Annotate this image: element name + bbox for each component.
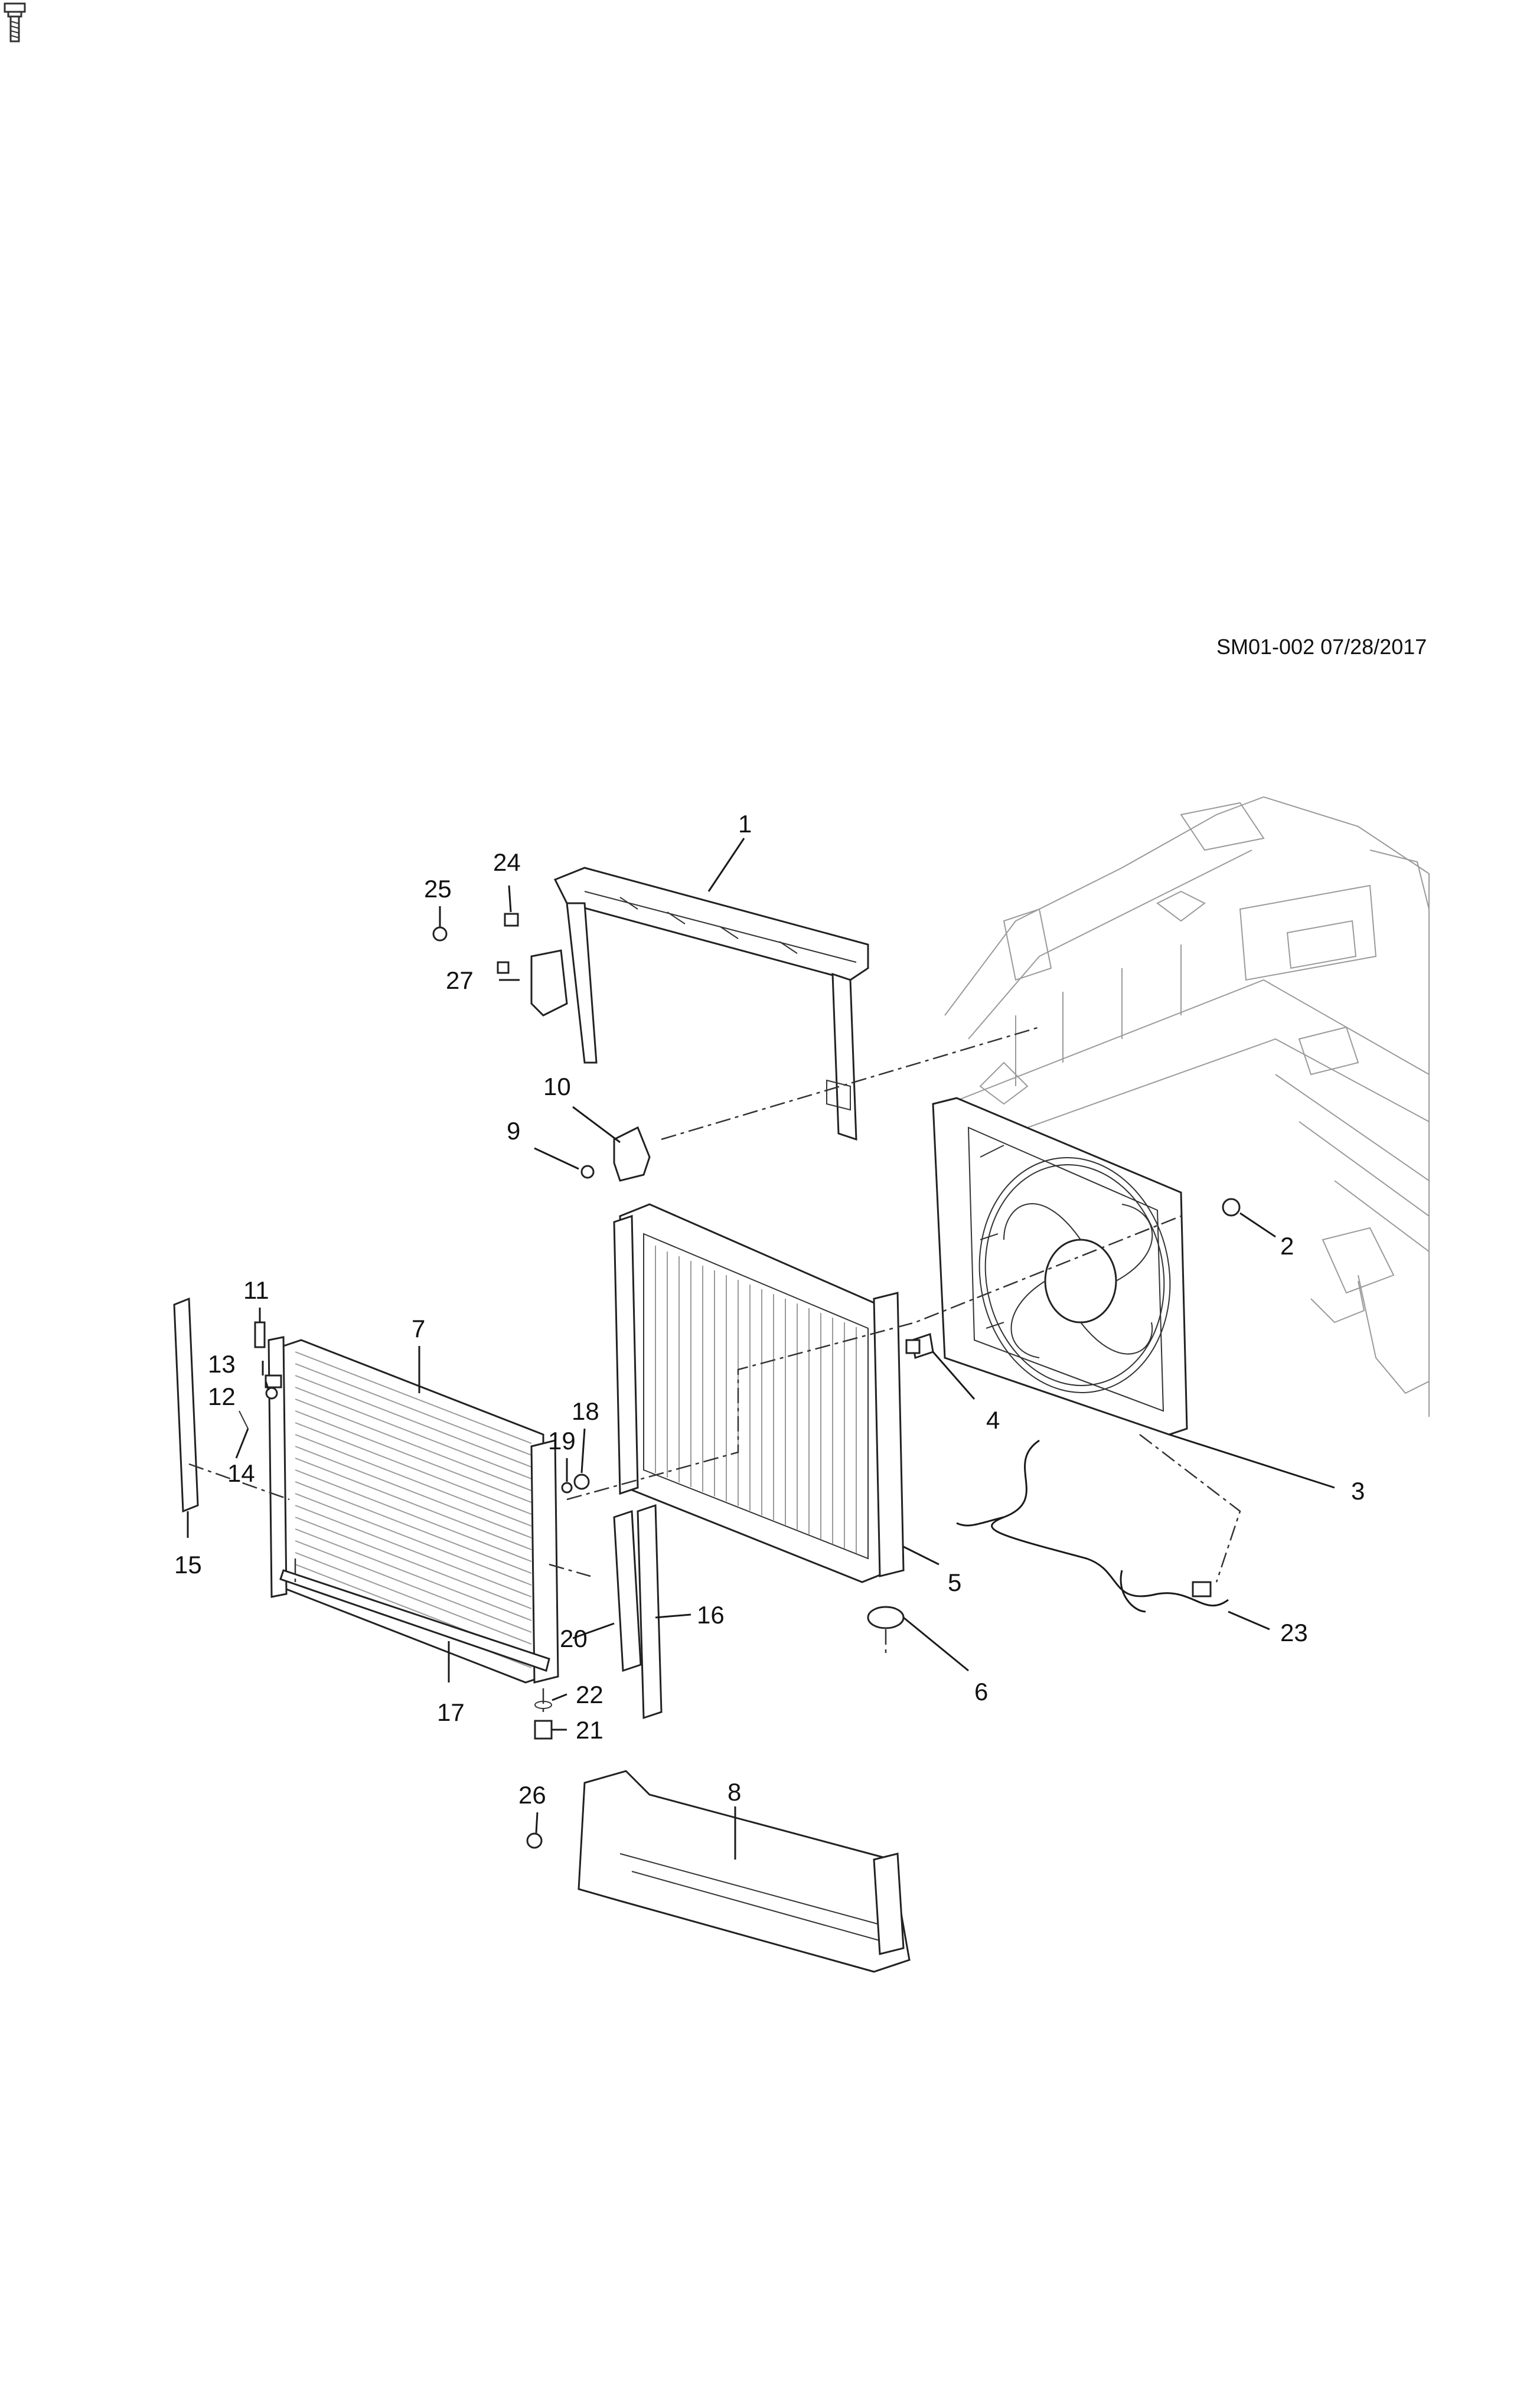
- upper-fasteners[interactable]: [432, 913, 519, 974]
- vehicle-body-structure: [932, 796, 1430, 1417]
- callout-5: 5: [948, 1569, 961, 1596]
- callout-19: 19: [548, 1427, 576, 1455]
- callout-13: 13: [208, 1350, 236, 1378]
- callout-4: 4: [986, 1406, 1000, 1434]
- callout-22: 22: [576, 1681, 603, 1708]
- callout-18: 18: [572, 1397, 599, 1425]
- callout-9: 9: [507, 1117, 520, 1145]
- upper-radiator-support[interactable]: [530, 867, 869, 1141]
- callout-21: 21: [576, 1716, 603, 1744]
- callout-16: 16: [697, 1601, 725, 1629]
- callout-6: 6: [974, 1678, 988, 1705]
- radiator-core-fins: [655, 1246, 857, 1553]
- callout-17: 17: [437, 1698, 465, 1726]
- document-code: SM01-002 07/28/2017: [1216, 635, 1427, 659]
- callout-27: 27: [446, 966, 474, 994]
- leader-lines: [187, 838, 1335, 1860]
- fan-wiring-harness[interactable]: [956, 1439, 1229, 1613]
- upper-mount-bracket[interactable]: [580, 1126, 651, 1182]
- callout-7: 7: [412, 1315, 425, 1342]
- callout-24: 24: [493, 848, 521, 876]
- left-air-seal[interactable]: [173, 1297, 199, 1513]
- callout-10: 10: [543, 1073, 571, 1100]
- callout-26: 26: [518, 1781, 546, 1809]
- condenser-core-fins: [295, 1351, 532, 1668]
- callout-14: 14: [227, 1459, 255, 1487]
- lower-air-deflector[interactable]: [526, 1770, 911, 1973]
- fastener-2[interactable]: [1222, 1198, 1241, 1217]
- alignment-lines: [188, 1026, 1241, 1712]
- callout-23: 23: [1280, 1619, 1308, 1646]
- radiator[interactable]: [613, 1203, 934, 1583]
- small-fittings[interactable]: [239, 1321, 282, 1429]
- callout-3: 3: [1351, 1477, 1365, 1505]
- mounting-hardware[interactable]: [534, 1339, 921, 1740]
- callout-20: 20: [560, 1625, 588, 1652]
- callout-2: 2: [1280, 1232, 1294, 1260]
- lower-seal-strip[interactable]: [279, 1569, 550, 1672]
- ac-condenser[interactable]: [267, 1336, 559, 1684]
- callout-8: 8: [728, 1778, 741, 1806]
- callout-1: 1: [738, 810, 752, 838]
- cooling-fan-shroud[interactable]: [932, 1097, 1188, 1436]
- right-air-seals[interactable]: [613, 1504, 663, 1720]
- callout-labels: 1 2 3 4 5 6 7 8 9 10 11 12 13 14 15 16 1…: [174, 810, 1365, 1809]
- bolt-icon[interactable]: [2, 2, 27, 44]
- callout-15: 15: [174, 1551, 202, 1579]
- callout-11: 11: [243, 1276, 269, 1304]
- callout-25: 25: [424, 875, 452, 903]
- callout-12: 12: [208, 1383, 236, 1410]
